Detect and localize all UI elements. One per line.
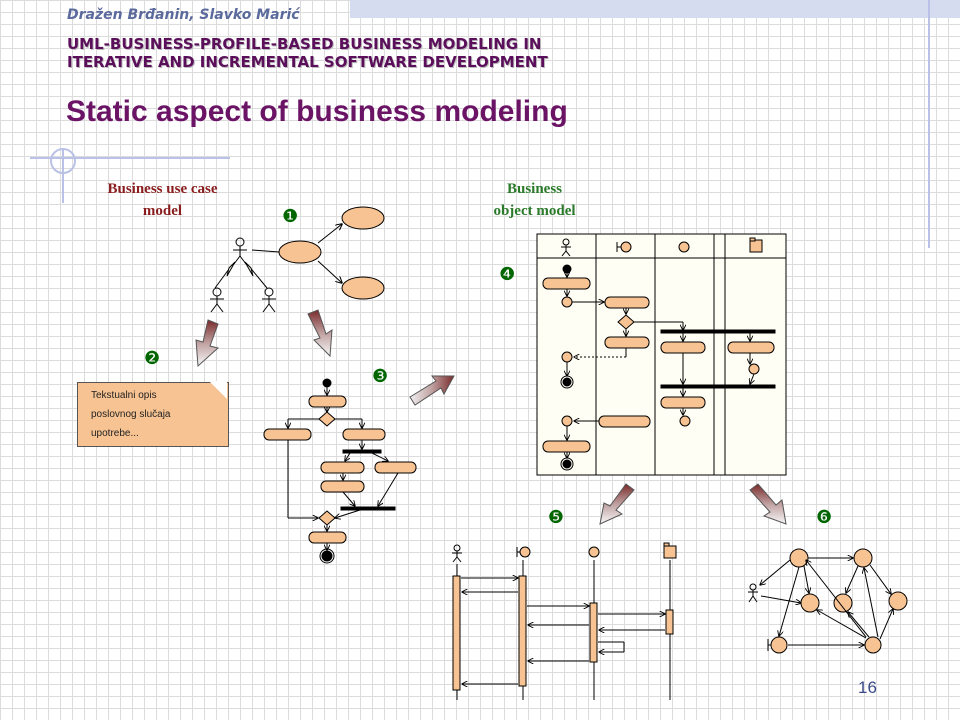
collab-object: [888, 591, 908, 611]
actor-icon: [233, 237, 247, 265]
activity-diagram: [263, 378, 417, 564]
join-bar: [660, 384, 776, 389]
textual-description-note: [77, 382, 229, 447]
use-case-label-line-1: Business use case: [107, 181, 218, 197]
fork-bar: [342, 449, 382, 454]
activation-bar: [665, 609, 674, 635]
subtitle-line-2: ITERATIVE AND INCREMENTAL SOFTWARE DEVEL…: [67, 53, 548, 71]
object-activity: [542, 277, 591, 290]
decor-circle: [50, 148, 76, 174]
subtitle: UML-BUSINESS-PROFILE-BASED BUSINESS MODE…: [67, 35, 548, 71]
object-activity: [660, 396, 706, 409]
worker-icon: [561, 238, 571, 257]
interface-worker-icon: [516, 546, 531, 558]
use-case-ellipse-top: [341, 206, 385, 230]
collaboration-diagram: [748, 548, 908, 654]
entity-icon: [663, 542, 677, 559]
big-arrow-to-note: [195, 319, 220, 368]
marker-5: ❺: [548, 507, 564, 528]
marker-2: ❷: [144, 348, 160, 369]
object-activity: [598, 415, 651, 428]
note-fold: [209, 381, 227, 399]
object-model-swimlanes: [536, 233, 787, 476]
object-activity: [604, 336, 650, 349]
use-case-label-line-2: model: [142, 203, 183, 219]
entity-icon: [749, 237, 763, 253]
marker-3: ❸: [372, 366, 388, 387]
right-rule: [928, 0, 930, 248]
note-line-3: upotrebe...: [91, 428, 139, 439]
worker-icon: [452, 544, 462, 563]
activation-bar: [589, 602, 598, 663]
activity-end: [321, 550, 333, 562]
include-arrow-top: [317, 224, 342, 244]
activity-node: [308, 531, 347, 544]
collab-object: [864, 636, 882, 654]
big-arrow-to-activity: [307, 309, 333, 358]
actor-association: [251, 249, 280, 253]
big-arrow-to-object-model: [409, 375, 455, 406]
interface-worker-icon: [616, 241, 632, 253]
actor-icon: [262, 287, 276, 313]
use-case-ellipse-middle: [278, 240, 322, 264]
decision-node: [318, 411, 336, 427]
fork-bar: [660, 329, 776, 334]
subtitle-line-1: UML-BUSINESS-PROFILE-BASED BUSINESS MODE…: [67, 35, 542, 53]
marker-1: ❶: [282, 206, 298, 227]
object-activity: [727, 341, 775, 354]
use-case-ellipse-bottom: [341, 276, 385, 300]
transition-arrows: [195, 309, 787, 525]
activity-node: [308, 395, 347, 408]
big-arrow-to-collaboration: [749, 483, 787, 525]
merge-node: [318, 510, 336, 526]
object-model-label: Business object model: [462, 178, 607, 222]
collab-object: [800, 593, 820, 613]
note-line-2: poslovnog slučaja: [91, 409, 171, 420]
collab-object: [789, 548, 809, 568]
worker-icon: [748, 583, 758, 603]
object-activity: [604, 296, 650, 309]
page-title: Static aspect of business modeling: [66, 95, 568, 128]
use-case-model-label: Business use case model: [80, 178, 245, 222]
decor-horizontal-line: [30, 157, 230, 159]
collab-interface-object: [770, 636, 788, 654]
collab-object: [833, 593, 853, 613]
marker-6: ❻: [816, 507, 832, 528]
activity-node: [320, 480, 365, 493]
case-worker-icon: [678, 241, 690, 253]
activity-node: [263, 428, 312, 441]
decor-vertical-line: [62, 148, 64, 203]
activity-start: [322, 378, 332, 388]
case-worker-icon: [588, 546, 600, 558]
top-band: [350, 0, 960, 18]
note-line-1: Tekstualni opis: [91, 390, 157, 401]
page-number: 16: [858, 678, 877, 697]
object-activity: [542, 440, 591, 453]
generalization-head-right: [244, 261, 254, 277]
activity-node: [342, 428, 386, 441]
big-arrow-to-sequence: [599, 483, 635, 525]
swimlane-frame: [536, 233, 787, 476]
actor-icon: [210, 287, 224, 313]
use-case-model: [210, 206, 385, 313]
collab-object: [853, 548, 873, 568]
join-bar: [340, 506, 396, 511]
object-activity: [660, 341, 706, 354]
object-label-line-1: Business: [506, 181, 563, 197]
marker-4: ❹: [499, 264, 515, 285]
note-text: Tekstualni opis poslovnog slučaja upotre…: [91, 386, 206, 443]
activity-node: [374, 461, 417, 474]
step-markers: ❶ ❷ ❸ ❹ ❺ ❻: [144, 206, 832, 528]
generalization-head-left: [226, 261, 236, 277]
activation-bar: [518, 575, 527, 687]
authors: Dražen Brđanin, Slavko Marić: [67, 7, 300, 23]
activation-bar: [452, 575, 461, 691]
sequence-diagram: [452, 542, 677, 700]
include-arrow-bottom: [317, 260, 342, 283]
object-label-line-2: object model: [493, 203, 576, 219]
activity-node: [320, 461, 365, 474]
